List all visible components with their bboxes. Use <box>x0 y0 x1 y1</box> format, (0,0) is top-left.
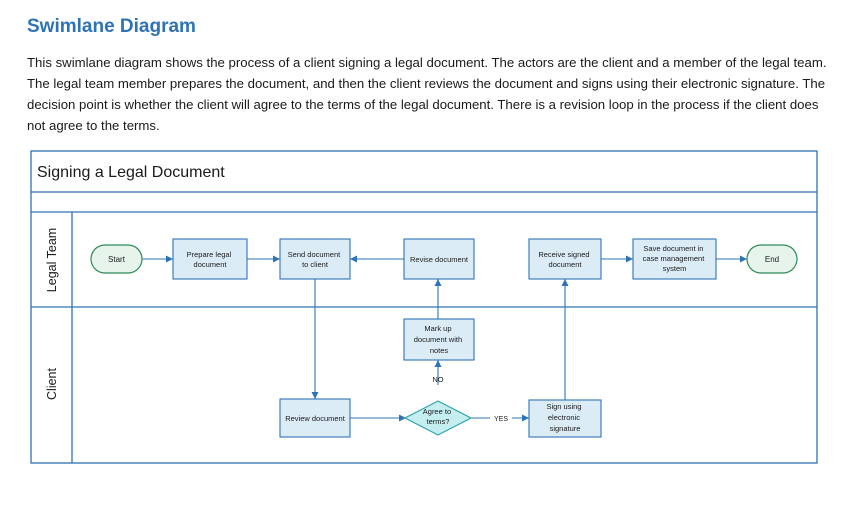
send-line-2: to client <box>302 260 329 269</box>
diagram-title: Signing a Legal Document <box>37 164 225 181</box>
receive-signed-document-box <box>528 238 602 280</box>
sign-line-1: Sign using <box>546 402 581 411</box>
save-line-2: case management <box>643 254 706 263</box>
page-heading: Swimlane Diagram <box>27 16 196 37</box>
decision-label: Agree to terms? <box>423 407 453 426</box>
prepare-document-label: Prepare legal document <box>187 250 234 269</box>
connectors <box>142 255 747 422</box>
markup-document-box <box>403 318 475 361</box>
save-document-box <box>632 238 717 280</box>
decision-line-1: Agree to <box>423 407 451 416</box>
edge-label-yes: YES <box>494 416 508 423</box>
sign-line-3: signature <box>550 424 581 433</box>
markup-line-1: Mark up <box>424 324 451 333</box>
markup-line-2: document with <box>414 335 462 344</box>
review-document-box <box>279 398 351 438</box>
save-document-label: Save document in case management system <box>643 244 707 273</box>
send-line-1: Send document <box>288 250 341 259</box>
prepare-line-2: document <box>194 260 228 269</box>
save-line-1: Save document in <box>643 244 703 253</box>
decision-diamond <box>403 400 473 436</box>
receive-signed-document-label: Receive signed document <box>538 250 591 269</box>
sign-line-2: electronic <box>548 413 580 422</box>
lane-label-client: Client <box>45 367 59 399</box>
send-document-box <box>279 238 351 280</box>
markup-line-3: notes <box>430 346 449 355</box>
send-document-label: Send document to client <box>288 250 343 269</box>
start-label: Start <box>108 255 126 264</box>
markup-document-label: Mark up document with notes <box>414 324 464 355</box>
sign-electronic-label: Sign using electronic signature <box>546 402 583 433</box>
prepare-line-1: Prepare legal <box>187 250 232 259</box>
review-document-label: Review document <box>285 414 346 423</box>
lane-label-legal-team: Legal Team <box>45 228 59 292</box>
end-label: End <box>765 255 779 264</box>
revise-document-box <box>403 238 475 280</box>
start-node <box>90 244 143 274</box>
edge-label-no: NO <box>432 375 443 384</box>
sign-electronic-box <box>528 399 602 438</box>
receive-line-1: Receive signed <box>538 250 589 259</box>
prepare-document-box <box>172 238 248 280</box>
revise-document-label: Revise document <box>410 255 469 264</box>
receive-line-2: document <box>549 260 583 269</box>
page-description: This swimlane diagram shows the process … <box>27 55 827 133</box>
save-line-3: system <box>663 264 687 273</box>
end-node <box>746 244 798 274</box>
decision-line-2: terms? <box>427 417 450 426</box>
